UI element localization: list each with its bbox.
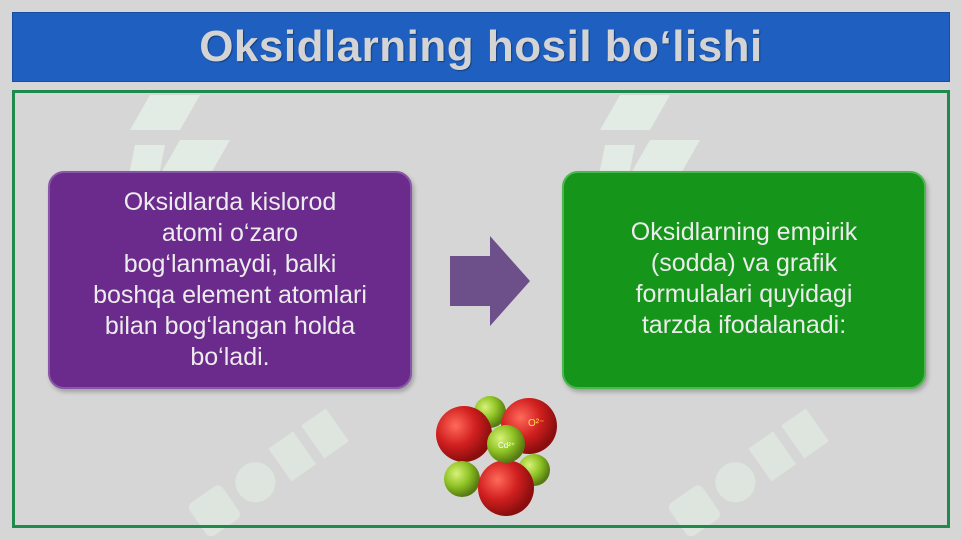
metal-atom [487, 425, 525, 463]
metal-atom [444, 461, 480, 497]
title-bar: Oksidlarning hosil bo‘lishi [12, 12, 950, 82]
oxygen-atom [478, 460, 534, 516]
crystal-lattice-icon: O²⁻ Cd²⁺ [436, 396, 557, 516]
left-text-box: Oksidlarda kislorod atomi o‘zaro bog‘lan… [48, 171, 412, 389]
content-frame [12, 90, 950, 528]
slide-title: Oksidlarning hosil bo‘lishi [199, 22, 763, 71]
right-arrow-icon [450, 236, 530, 326]
oxygen-atom [436, 406, 492, 462]
oxygen-ion-label: O²⁻ [528, 418, 544, 429]
metal-ion-label: Cd²⁺ [498, 441, 515, 450]
right-text-box: Oksidlarning empirik (sodda) va grafik f… [562, 171, 926, 389]
